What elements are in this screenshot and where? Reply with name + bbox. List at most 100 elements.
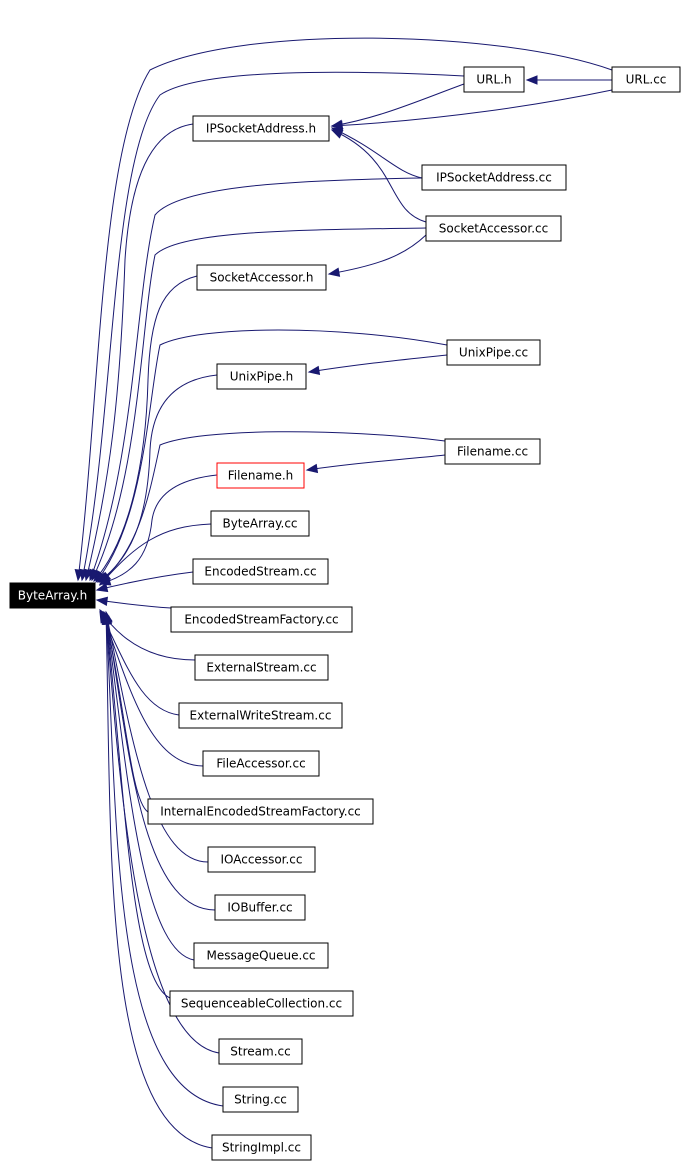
node-url-h[interactable]: URL.h (463, 66, 525, 93)
node-filename-cc[interactable]: Filename.cc (444, 438, 541, 465)
node-box (218, 1038, 303, 1065)
node-box (9, 582, 96, 609)
node-filename-h[interactable]: Filename.h (216, 462, 305, 489)
node-messagequeue-cc[interactable]: MessageQueue.cc (193, 942, 329, 969)
node-label: IPSocketAddress.cc (436, 171, 552, 185)
node-stream-cc[interactable]: Stream.cc (218, 1038, 303, 1065)
edge-line (306, 454, 446, 471)
node-encodedstream-cc[interactable]: EncodedStream.cc (192, 558, 329, 585)
edge-ipsocketaddress_h-to-bytearray_h (83, 123, 194, 582)
node-box (147, 798, 374, 825)
node-ipsocketaddress-cc[interactable]: IPSocketAddress.cc (421, 164, 567, 191)
node-label: MessageQueue.cc (206, 949, 315, 963)
node-label: UnixPipe.cc (459, 346, 528, 360)
edge-line (105, 612, 216, 911)
edge-arrowhead (327, 267, 341, 277)
edge-arrowhead (330, 120, 343, 131)
edge-ipsocketaddress_cc-to-ipsocketaddress_h (330, 127, 423, 179)
node-label: EncodedStream.cc (204, 565, 316, 579)
node-box (216, 462, 305, 489)
edge-line (105, 613, 220, 1054)
node-label: Stream.cc (230, 1045, 290, 1059)
node-encodedstreamfactory-cc[interactable]: EncodedStreamFactory.cc (170, 606, 353, 633)
edge-line (328, 234, 427, 275)
edge-line (81, 71, 465, 581)
node-socketaccessor-h[interactable]: SocketAccessor.h (196, 264, 327, 291)
node-label: InternalEncodedStreamFactory.cc (160, 805, 361, 819)
node-label: IPSocketAddress.h (206, 122, 316, 136)
edge-line (105, 613, 213, 1149)
node-label: ByteArray.cc (222, 517, 297, 531)
node-label: UnixPipe.h (230, 370, 294, 384)
edge-arrowhead (305, 463, 319, 474)
edge-line (331, 127, 423, 179)
edge-line (89, 177, 423, 581)
node-label: URL.h (476, 73, 511, 87)
node-unixpipe-cc[interactable]: UnixPipe.cc (446, 339, 541, 366)
node-socketaccessor-cc[interactable]: SocketAccessor.cc (425, 215, 562, 242)
node-ioaccessor-cc[interactable]: IOAccessor.cc (207, 846, 316, 873)
node-fileaccessor-cc[interactable]: FileAccessor.cc (202, 750, 320, 777)
node-label: EncodedStreamFactory.cc (184, 613, 338, 627)
node-label: IOAccessor.cc (220, 853, 302, 867)
node-box (463, 66, 525, 93)
node-iobuffer-cc[interactable]: IOBuffer.cc (214, 894, 306, 921)
edge-line (105, 611, 209, 863)
node-unixpipe-h[interactable]: UnixPipe.h (216, 363, 307, 390)
node-externalwritestream-cc[interactable]: ExternalWriteStream.cc (178, 702, 343, 729)
node-box (169, 990, 354, 1017)
node-box (170, 606, 353, 633)
node-sequenceablecollection-cc[interactable]: SequenceableCollection.cc (169, 990, 354, 1017)
node-box (210, 510, 310, 537)
node-bytearray-h[interactable]: ByteArray.h (9, 582, 96, 609)
edge-arrowhead (99, 573, 111, 587)
edge-line (85, 123, 194, 581)
edge-line (105, 613, 195, 961)
node-label: ExternalWriteStream.cc (190, 709, 332, 723)
edge-line (99, 523, 212, 586)
node-box (421, 164, 567, 191)
edge-line (331, 129, 427, 223)
edge-url_cc-to-bytearray_h (74, 37, 613, 582)
edge-arrowhead (95, 582, 109, 593)
node-box (446, 339, 541, 366)
node-label: SocketAccessor.cc (439, 222, 548, 236)
node-label: Filename.cc (457, 445, 528, 459)
node-box (192, 558, 329, 585)
edge-line (308, 354, 448, 373)
edge-line (331, 83, 465, 127)
edge-arrowhead (330, 129, 344, 139)
edge-url_cc-to-url_h (525, 75, 613, 85)
node-box (444, 438, 541, 465)
edge-bytearray_cc-to-bytearray_h (99, 523, 212, 587)
node-ipsocketaddress-h[interactable]: IPSocketAddress.h (192, 115, 330, 142)
node-label: URL.cc (626, 73, 667, 87)
node-label: SequenceableCollection.cc (181, 997, 342, 1011)
node-box (178, 702, 343, 729)
node-stringimpl-cc[interactable]: StringImpl.cc (211, 1134, 312, 1161)
edge-stringimpl_cc-to-bytearray_h (101, 612, 213, 1149)
graph-nodes: ByteArray.h URL.cc URL.hIPSocketAddress.hI… (9, 66, 681, 1161)
edge-encodedstreamfactory_cc-to-bytearray_h (95, 596, 172, 609)
edge-arrowhead (95, 596, 109, 607)
node-box (196, 264, 327, 291)
edge-line (91, 227, 427, 581)
node-box (216, 363, 307, 390)
node-box (214, 894, 306, 921)
node-url-cc[interactable]: URL.cc (611, 66, 681, 93)
node-internalencodedstreamfactory-cc[interactable]: InternalEncodedStreamFactory.cc (147, 798, 374, 825)
edge-line (99, 611, 180, 716)
node-externalstream-cc[interactable]: ExternalStream.cc (194, 654, 329, 681)
edge-line (99, 474, 218, 585)
node-string-cc[interactable]: String.cc (222, 1086, 299, 1113)
edge-line (105, 613, 171, 999)
node-bytearray-cc[interactable]: ByteArray.cc (210, 510, 310, 537)
node-box (192, 115, 330, 142)
node-label: StringImpl.cc (222, 1141, 301, 1155)
edge-line (105, 613, 224, 1107)
node-label: IOBuffer.cc (227, 901, 292, 915)
edge-filename_cc-to-filename_h (305, 454, 446, 474)
edge-arrowhead (525, 75, 538, 85)
node-box (193, 942, 329, 969)
graph-edges (74, 37, 613, 1149)
